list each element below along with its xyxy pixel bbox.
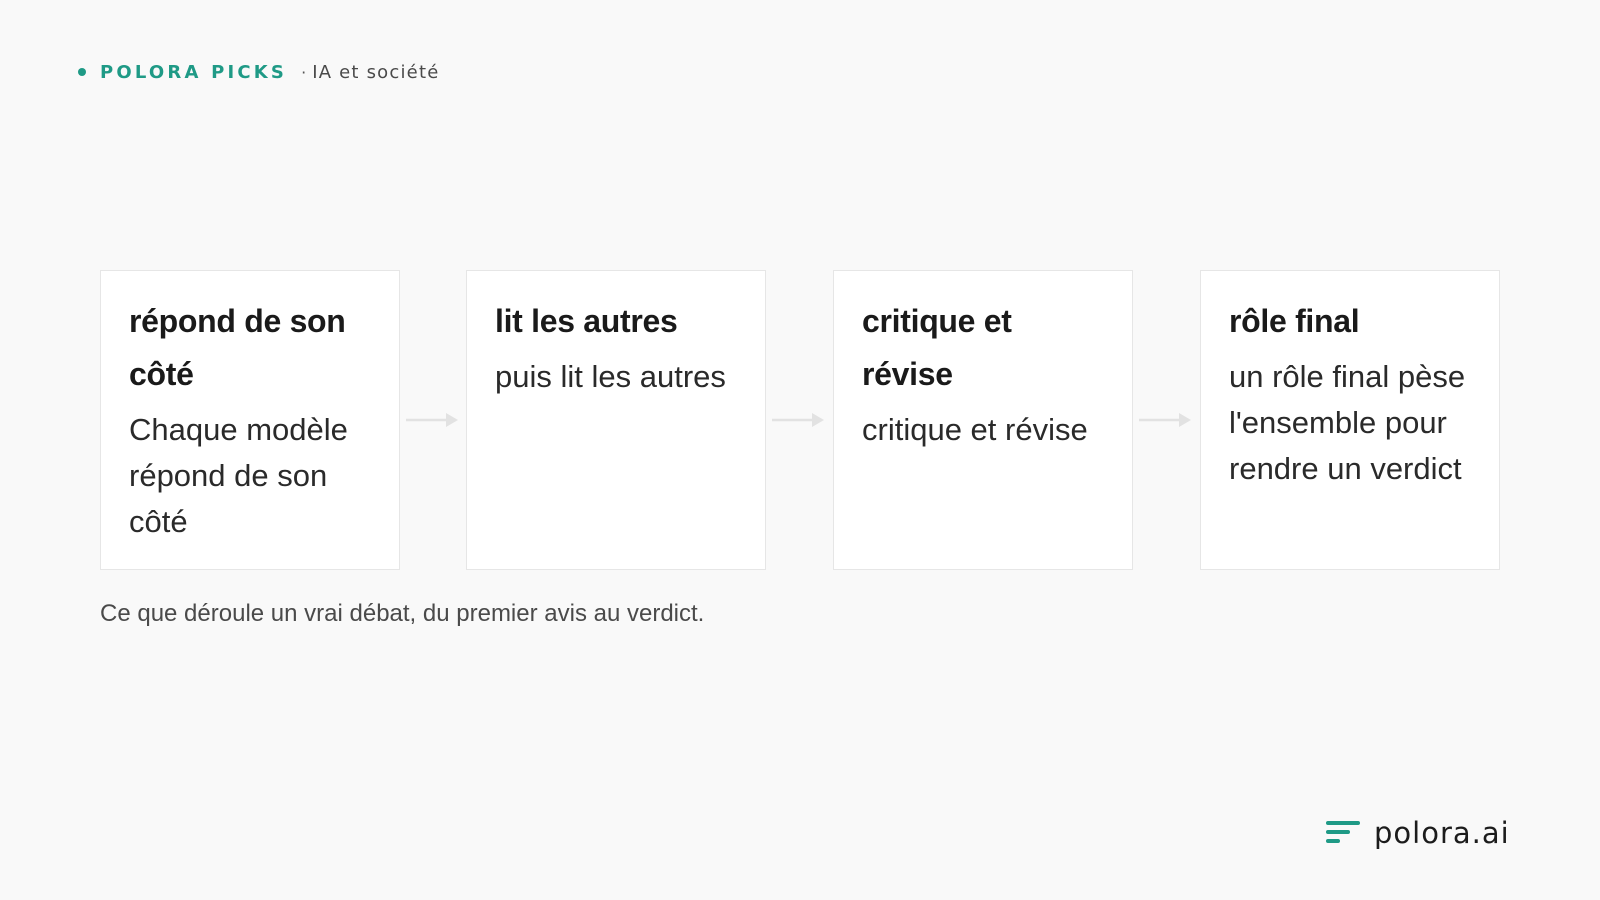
- topic-label: IA et société: [312, 61, 440, 83]
- brand-dot-icon: [78, 68, 86, 76]
- step-title: critique et révise: [862, 303, 1012, 392]
- step-title: lit les autres: [495, 303, 678, 339]
- arrow-right-icon: [406, 413, 458, 427]
- header-separator: ·: [301, 62, 307, 82]
- step-title: répond de son côté: [129, 303, 346, 392]
- flow-diagram: répond de son côté Chaque modèle répond …: [100, 270, 1500, 570]
- step-card-4: rôle final un rôle final pèse l'ensemble…: [1200, 270, 1500, 570]
- brand-label: POLORA PICKS: [100, 61, 288, 83]
- logo-text: polora.ai: [1374, 816, 1510, 850]
- step-description: un rôle final pèse l'ensemble pour rendr…: [1229, 359, 1466, 486]
- step-card-3: critique et révise critique et révise: [833, 270, 1133, 570]
- arrow-right-icon: [1139, 413, 1191, 427]
- header: POLORA PICKS · IA et société: [78, 58, 439, 86]
- arrow-right-icon: [772, 413, 824, 427]
- step-description: critique et révise: [862, 412, 1088, 447]
- step-description: puis lit les autres: [495, 359, 726, 394]
- step-card-2: lit les autres puis lit les autres: [466, 270, 766, 570]
- diagram-caption: Ce que déroule un vrai débat, du premier…: [100, 600, 705, 627]
- footer-logo: polora.ai: [1326, 816, 1510, 850]
- step-title: rôle final: [1229, 303, 1360, 339]
- polora-logo-icon: [1326, 821, 1360, 843]
- step-description: Chaque modèle répond de son côté: [129, 412, 348, 539]
- step-card-1: répond de son côté Chaque modèle répond …: [100, 270, 400, 570]
